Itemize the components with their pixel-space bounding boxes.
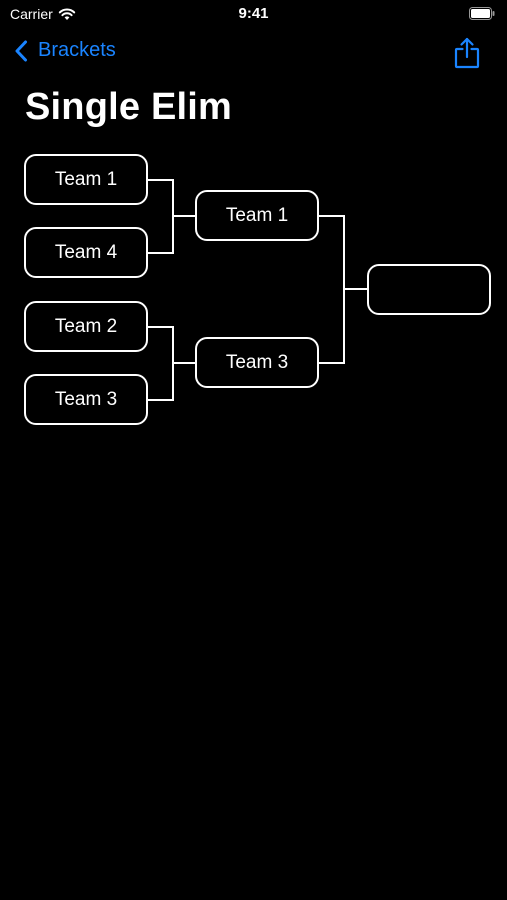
- bracket-slot-r1-3[interactable]: Team 2: [24, 301, 148, 352]
- nav-bar: Brackets: [0, 34, 507, 74]
- chevron-left-icon: [15, 40, 27, 61]
- bracket-slot-final[interactable]: [367, 264, 491, 315]
- bracket-slot-r2-1[interactable]: Team 1: [195, 190, 319, 241]
- carrier-label: Carrier: [10, 6, 53, 22]
- clock: 9:41: [238, 5, 269, 22]
- bracket-slot-r1-1[interactable]: Team 1: [24, 154, 148, 205]
- bracket-slot-r1-4[interactable]: Team 3: [24, 374, 148, 425]
- status-bar: Carrier 9:41: [0, 0, 507, 28]
- back-button[interactable]: Brackets: [14, 39, 116, 62]
- carrier-group: Carrier: [10, 6, 76, 22]
- back-button-label: Brackets: [38, 39, 116, 61]
- bracket-slot-r1-2[interactable]: Team 4: [24, 227, 148, 278]
- connector-r1-bottom: [148, 326, 174, 401]
- connector-r2: [319, 215, 345, 364]
- share-icon[interactable]: [453, 37, 481, 69]
- battery-icon: [469, 7, 495, 20]
- wifi-icon: [58, 8, 75, 20]
- page-title: Single Elim: [25, 86, 233, 128]
- bracket-slot-r2-2[interactable]: Team 3: [195, 337, 319, 388]
- connector-r1-top: [148, 179, 174, 254]
